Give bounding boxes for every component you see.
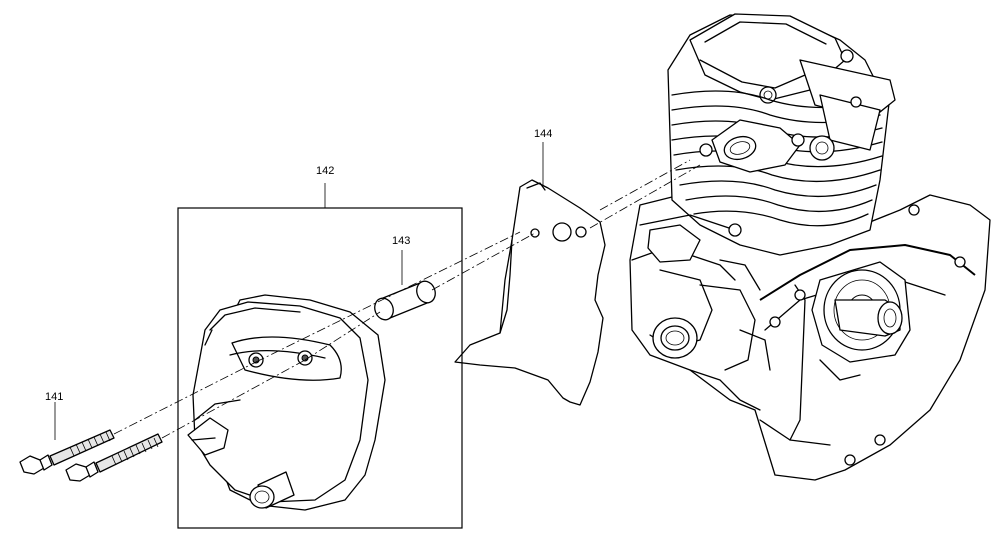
heat-shield-part xyxy=(454,179,606,406)
callout-142: 142 xyxy=(316,165,334,177)
callout-144: 144 xyxy=(534,128,552,140)
engine-block xyxy=(629,13,991,481)
spacer-tube-part xyxy=(374,250,436,321)
callout-141: 141 xyxy=(45,391,63,403)
muffler-part xyxy=(187,294,386,511)
muffler-group-frame xyxy=(177,183,463,529)
assembly-lines xyxy=(113,159,701,439)
callout-143: 143 xyxy=(392,235,410,247)
bolts-part xyxy=(19,402,163,482)
